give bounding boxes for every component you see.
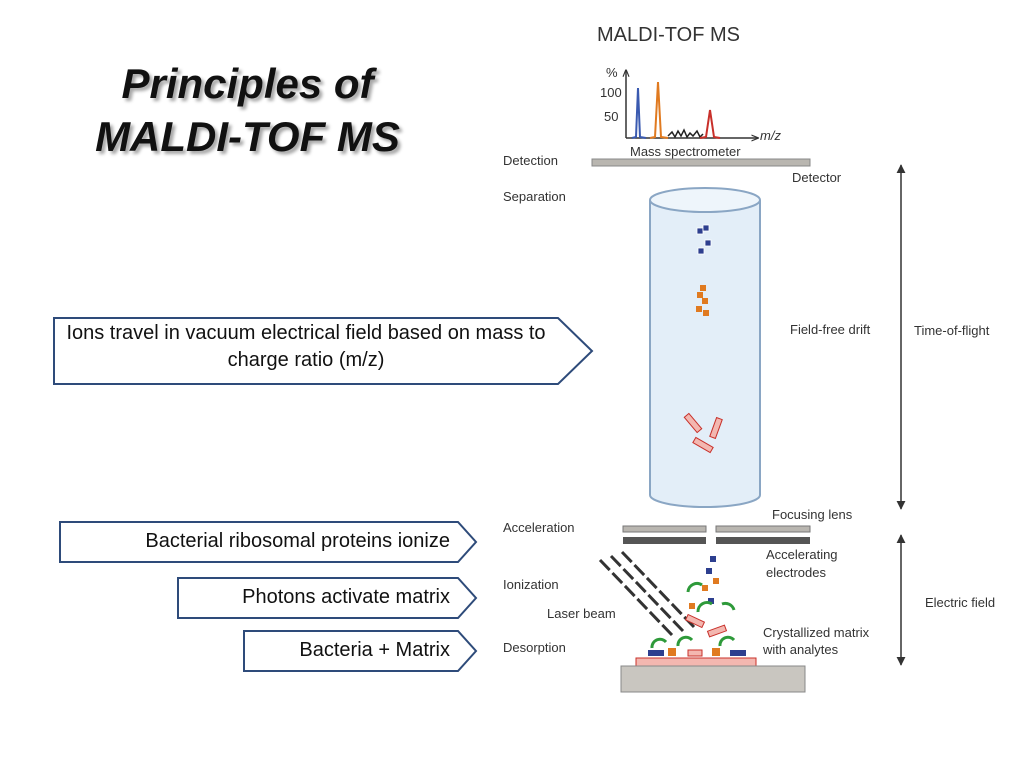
drift-tube [649,200,761,508]
spectrum-peak-blue [631,87,647,139]
label-crystallized-1: Crystallized matrix [763,625,870,640]
label-field-free-drift: Field-free drift [790,322,871,337]
label-ionization: Ionization [503,577,559,592]
callout-photons-text: Photons activate matrix [242,586,450,608]
drift-tube-top [649,187,761,213]
label-time-of-flight: Time-of-flight [914,323,990,338]
callout-bacteria-shape [243,630,478,672]
spectrum-peak-orange [649,81,669,139]
label-acceleration: Acceleration [503,520,575,535]
callout-ions: Ions travel in vacuum electrical field b… [56,320,556,374]
label-crystallized-2: with analytes [762,642,839,657]
spectrum-peak-red [699,109,721,139]
label-accelerating-1: Accelerating [766,547,838,562]
title-line-2: MALDI-TOF MS [95,112,400,160]
callout-bacteria: Bacteria + Matrix [246,637,450,664]
label-focusing-lens: Focusing lens [772,507,853,522]
slide-title: Principles of MALDI-TOF MS [20,58,475,163]
callout-ionize: Bacterial ribosomal proteins ionize [62,528,450,555]
label-mass-spectrometer: Mass spectrometer [630,144,741,159]
spectrum-y-50: 50 [604,109,618,124]
callout-ionize-text: Bacterial ribosomal proteins ionize [145,530,450,552]
label-desorption: Desorption [503,640,566,655]
label-electric-field: Electric field [925,595,995,610]
diagram-header: MALDI-TOF MS [597,24,740,46]
ions-blue [696,224,712,255]
callout-photons-shape [177,577,478,619]
laser-beam [598,550,696,637]
spectrum-x-unit: m/z [760,128,781,143]
ions-red [683,412,723,454]
callout-ions-shape [53,317,594,385]
label-detection: Detection [503,153,558,168]
crystallized-matrix [635,635,757,667]
callout-bacteria-text: Bacteria + Matrix [299,639,450,661]
callout-ionize-shape [59,521,478,563]
label-accelerating-2: electrodes [766,565,826,580]
label-separation: Separation [503,189,566,204]
label-detector: Detector [792,170,842,185]
ions-orange [696,285,709,316]
spectrum-noise [667,128,704,139]
spectrum-y-100: 100 [600,85,622,100]
detector-plate [591,158,811,167]
label-laser-beam: Laser beam [547,606,616,621]
sample-plate [620,665,806,693]
ionization-particles [684,556,736,638]
spectrum-y-unit: % [606,65,618,80]
callout-ions-text: Ions travel in vacuum electrical field b… [66,322,546,371]
accelerating-electrodes [622,525,811,544]
title-line-1: Principles of [121,60,374,107]
callout-photons: Photons activate matrix [180,584,450,611]
